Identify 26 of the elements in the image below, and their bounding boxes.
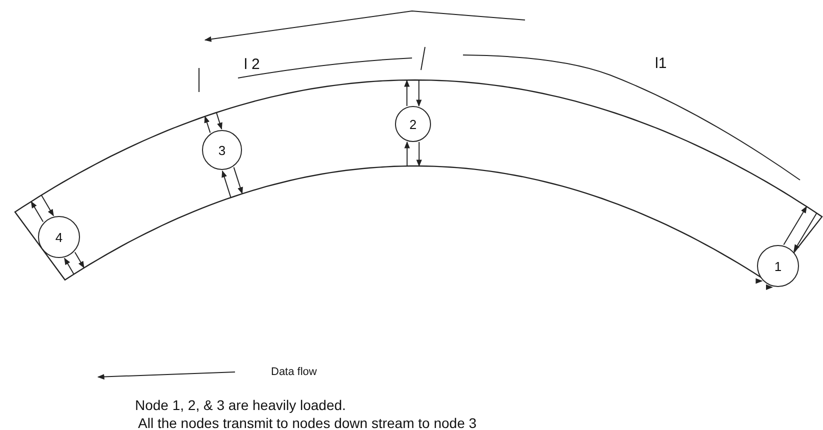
arrow xyxy=(794,212,818,252)
node-circle: 4 xyxy=(38,216,80,258)
arrow xyxy=(30,201,44,222)
arrow xyxy=(404,80,410,106)
node-circle: 2 xyxy=(395,106,431,142)
arrow xyxy=(64,258,74,275)
arrow xyxy=(416,142,422,167)
arrow xyxy=(404,141,410,166)
node-circle: 1 xyxy=(757,245,799,287)
arrow xyxy=(41,195,54,216)
arrow xyxy=(756,278,762,284)
arrow xyxy=(216,112,222,130)
arrow xyxy=(783,206,808,246)
segment-label: l 2 xyxy=(244,56,260,73)
arrow xyxy=(222,170,232,198)
legend-text: Data flow xyxy=(271,366,317,378)
note-text: Node 1, 2, & 3 are heavily loaded. xyxy=(135,397,346,413)
arrow xyxy=(74,252,84,268)
note-text: All the nodes transmit to nodes down stream to node 3 xyxy=(138,415,477,430)
arrow xyxy=(416,80,422,107)
arrow xyxy=(233,166,243,194)
arrow xyxy=(766,284,773,290)
node-circle: 3 xyxy=(202,130,242,170)
band-outline xyxy=(15,79,823,284)
segment-label: l1 xyxy=(655,55,667,72)
arrow xyxy=(204,116,211,134)
